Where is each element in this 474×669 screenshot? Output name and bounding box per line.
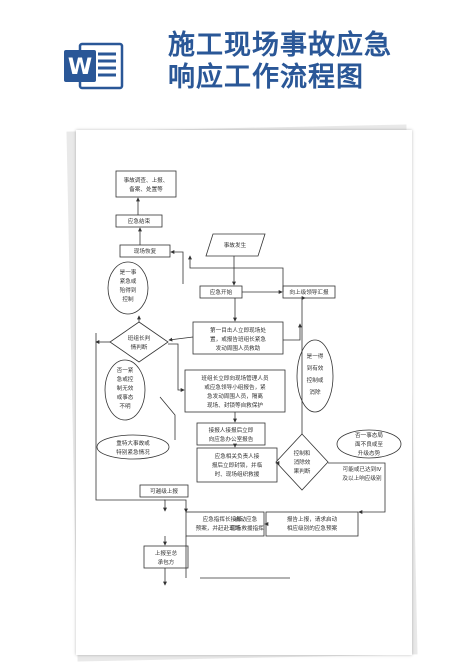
team-leader-decision <box>109 321 169 363</box>
right-note-ellipse <box>336 429 402 459</box>
right-note-3: 升级态势 <box>358 449 381 457</box>
receiver-2: 向应急办公室报告 <box>209 435 254 443</box>
right-note-1: 否一事态局 <box>355 431 383 439</box>
possible-iv-2: 及以上响应级别 <box>342 474 382 482</box>
right-top-note-3: 控制或 <box>307 376 324 384</box>
word-document-icon: W <box>62 40 126 92</box>
emergency-dept-box <box>196 447 278 483</box>
major-event-2: 特别紧急情况 <box>116 448 150 456</box>
no-note-1: 否一紧 <box>117 366 134 374</box>
right-note-2: 面不良或至 <box>355 440 383 448</box>
no-note-ellipse <box>104 359 146 421</box>
control-decision <box>275 433 329 491</box>
site-recovery-box <box>119 244 171 258</box>
accident-text: 事故发生 <box>224 241 247 249</box>
command-2: 启动应急 <box>235 515 258 523</box>
emergency-dept-3: 时、现场组织救援 <box>215 470 260 478</box>
emergency-dept-1: 应急相关负责人接 <box>215 452 260 460</box>
investigation-text-2: 备案、处置等 <box>129 185 163 193</box>
team-decision-2: 情判断 <box>131 343 148 351</box>
no-note-3: 制无效 <box>117 384 134 392</box>
right-top-note <box>296 339 334 413</box>
team-leader-action-box <box>184 369 286 413</box>
right-top-note-1: 是一得 <box>307 352 324 360</box>
major-event-1: 重特大事故或 <box>116 439 150 447</box>
no-note-5: 不明 <box>119 403 131 410</box>
left-note-2: 紧急或 <box>120 277 137 285</box>
upper-chief-1: 上报至总 <box>155 549 178 557</box>
emergency-dept-2: 报后立即封锁，并临 <box>212 461 263 469</box>
upper-chief-box <box>143 545 189 569</box>
control-1: 控制和 <box>294 449 311 457</box>
receiver-1: 接报人接报后立即 <box>209 426 254 434</box>
report-up-box <box>265 511 359 537</box>
leader-action-4: 现场、封锁等自救保护 <box>207 401 263 409</box>
investigation-text-1: 事故调查、上报、 <box>124 176 169 184</box>
page-title: 施工现场事故应急 响应工作流程图 <box>168 30 392 94</box>
escalate-text: 可越级上报 <box>150 487 178 495</box>
major-event-ellipse <box>96 434 170 460</box>
left-note-1: 是一事 <box>120 268 137 276</box>
investigation-box <box>115 170 177 198</box>
first-person-box <box>192 321 284 355</box>
emergency-end-box <box>115 214 163 228</box>
left-note-4: 控制 <box>122 295 134 303</box>
right-top-note-4: 消除 <box>309 388 321 396</box>
command-1: 应急指挥长接报， <box>203 515 248 523</box>
team-decision-1: 班组长判 <box>128 334 151 342</box>
emergency-start-text: 应急开始 <box>210 288 233 296</box>
right-top-note-2: 到有效 <box>307 364 324 372</box>
command-4: 现场救援指挥 <box>230 524 264 532</box>
leader-action-2: 或应急领导小组报告，紧 <box>204 383 266 391</box>
no-note-2: 急或控 <box>117 375 134 383</box>
report-upper-text: 向上级领导汇报 <box>289 288 329 296</box>
no-note-4: 或事态 <box>117 393 134 401</box>
first-person-2: 置，或报告班组长紧急 <box>210 335 266 343</box>
left-decision-note <box>107 261 149 315</box>
left-note-3: 殆得到 <box>120 286 137 294</box>
site-recovery-text: 现场恢复 <box>134 247 157 255</box>
report-up-1: 报告上报，请求启动 <box>287 515 338 523</box>
emergency-end-text: 应急结束 <box>128 217 151 225</box>
page-header: W 施工现场事故应急 响应工作流程图 <box>0 0 474 118</box>
upper-chief-2: 承包方 <box>158 558 175 566</box>
possible-iv-1: 可能或已达到Ⅳ <box>343 465 383 473</box>
title-line-1: 施工现场事故应急 <box>168 30 392 61</box>
title-line-2: 响应工作流程图 <box>168 62 364 93</box>
first-person-1: 第一目击人立即现场处 <box>210 326 266 334</box>
control-3: 果判断 <box>294 467 311 475</box>
control-2: 消除效 <box>294 458 311 466</box>
escalate-box <box>139 484 189 498</box>
command-3: 预案，并赶赴现场 <box>196 524 241 532</box>
accident-parallelogram <box>205 233 266 257</box>
word-letter: W <box>68 55 92 80</box>
report-up-2: 相应级别的应急预案 <box>287 524 338 532</box>
leader-action-3: 急发动周围人员，隔离 <box>207 392 263 400</box>
report-receiver-box <box>196 422 266 446</box>
command-box <box>185 511 265 537</box>
first-person-3: 发动周围人员救助 <box>216 344 261 352</box>
leader-action-1: 班组长立即向现场管理人员 <box>201 374 269 382</box>
